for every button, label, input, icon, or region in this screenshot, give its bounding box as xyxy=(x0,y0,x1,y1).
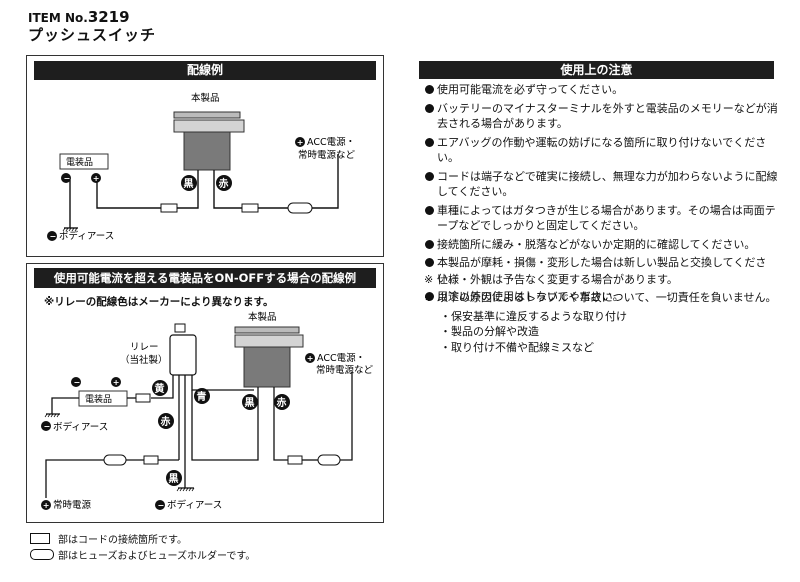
wire-connector-2 xyxy=(241,203,259,213)
wire-connector-1 xyxy=(160,203,178,213)
fuse-swatch xyxy=(30,549,54,560)
ground-label-left: ボディアース xyxy=(53,421,108,433)
constant-power-label: 常時電源 xyxy=(53,499,92,511)
caution-item: 使用可能電流を必ず守ってください。 xyxy=(424,82,784,97)
device-label: 電装品 xyxy=(85,393,112,405)
acc-label-2: 常時電源など xyxy=(298,149,356,161)
red-wire-switch-label: 赤 xyxy=(277,396,287,409)
blue-wire-label: 青 xyxy=(197,390,207,403)
fuse-holder xyxy=(317,454,341,466)
svg-text:+: + xyxy=(43,501,50,510)
minus-terminal-icon xyxy=(47,231,57,241)
item-number: 3219 xyxy=(87,8,130,26)
liability-item: ・製品の分解や改造 xyxy=(440,325,539,339)
caution-item: エアバッグの作動や運転の妨げになる箇所に取り付けないでください。 xyxy=(424,135,784,166)
connection-swatch xyxy=(30,533,50,544)
minus-terminal-icon xyxy=(155,500,165,510)
device-label: 電装品 xyxy=(66,156,93,168)
relay-note: ※リレーの配線色はメーカーにより異なります。 xyxy=(44,296,274,308)
device-box xyxy=(59,153,109,170)
red-wire-label: 赤 xyxy=(161,415,171,428)
caution-item: 接続箇所に緩み・脱落などがないか定期的に確認してください。 xyxy=(424,237,784,252)
ground-label-bottom: ボディアース xyxy=(167,499,222,511)
minus-terminal-icon xyxy=(41,421,51,431)
black-wire-relay-label: 黒 xyxy=(169,473,179,485)
disclaimer-block: 仕様・外観は予告なく変更する場合があります。 以下の原因によるトラブルや事故につ… xyxy=(424,272,784,355)
relay-label-1: リレー xyxy=(130,342,159,353)
product-label: 本製品 xyxy=(191,92,220,104)
legend-fuse: 部はヒューズおよびヒューズホルダーです。 xyxy=(30,547,255,562)
minus-terminal-icon xyxy=(61,173,71,183)
svg-text:−: − xyxy=(50,232,57,241)
wiring-diagram-1: 本製品 電装品 − + 黒 赤 + ACC電源・ 常時電源など − ボディアース xyxy=(47,92,356,242)
item-number-line: ITEM No.3219 xyxy=(28,8,130,26)
legend-connection: 部はコードの接続箇所です。 xyxy=(30,531,187,546)
wiring-diagram-2: 本製品 リレー （当社製） 電装品 − + 黄 青 赤 黒 黒 赤 + xyxy=(41,311,374,511)
svg-text:+: + xyxy=(297,138,304,147)
acc-label-1: ACC電源・ xyxy=(307,137,355,148)
red-wire-label: 赤 xyxy=(219,177,229,190)
plus-terminal-icon xyxy=(305,353,315,363)
svg-text:−: − xyxy=(158,501,165,510)
product-label: 本製品 xyxy=(248,311,277,323)
item-label: ITEM No. xyxy=(28,11,88,25)
relay-terminal xyxy=(174,323,186,333)
legend-connection-text: 部はコードの接続箇所です。 xyxy=(58,535,187,546)
minus-terminal-icon xyxy=(71,377,81,387)
legend-fuse-text: 部はヒューズおよびヒューズホルダーです。 xyxy=(58,551,256,562)
plus-terminal-icon xyxy=(41,500,51,510)
black-wire-label: 黒 xyxy=(245,397,255,409)
spec-note: 仕様・外観は予告なく変更する場合があります。 xyxy=(424,272,784,288)
svg-text:−: − xyxy=(64,174,71,183)
fuse-holder xyxy=(287,202,313,214)
wiring-example-title: 配線例 xyxy=(34,61,376,80)
acc-label-1: ACC電源・ xyxy=(317,353,365,364)
liability-note: 以下の原因によるトラブルや事故について、一切責任を負いません。 xyxy=(424,290,784,306)
caution-item: 車種によってはガタつきが生じる場合があります。その場合は両面テープなどでしっかり… xyxy=(424,203,784,234)
switch-body xyxy=(243,346,291,388)
svg-text:+: + xyxy=(113,378,120,387)
svg-text:+: + xyxy=(93,174,100,183)
liability-item: ・保安基準に違反するような取り付け xyxy=(440,309,627,323)
ground-label: ボディアース xyxy=(59,230,114,242)
svg-text:−: − xyxy=(74,378,81,387)
plus-terminal-icon xyxy=(91,173,101,183)
liability-item: ・取り付け不備や配線ミスなど xyxy=(440,340,594,354)
switch-cap xyxy=(173,111,241,119)
plus-terminal-icon xyxy=(295,137,305,147)
switch-rim xyxy=(173,119,245,133)
svg-text:+: + xyxy=(307,354,314,363)
relay-box xyxy=(169,334,197,376)
caution-title: 使用上の注意 xyxy=(419,61,774,79)
fuse-holder xyxy=(103,454,127,466)
product-title: プッシュスイッチ xyxy=(28,26,157,44)
caution-item: コードは端子などで確実に接続し、無理な力が加わらないように配線してください。 xyxy=(424,169,784,200)
yellow-wire-label: 黄 xyxy=(155,382,165,395)
relay-wiring-title: 使用可能電流を超える電装品をON-OFFする場合の配線例 xyxy=(34,268,376,288)
caution-item: バッテリーのマイナスターミナルを外すと電装品のメモリーなどが消去される場合があり… xyxy=(424,101,784,132)
svg-text:−: − xyxy=(44,422,51,431)
black-wire-label: 黒 xyxy=(184,178,194,190)
switch-body xyxy=(183,131,231,171)
plus-terminal-icon xyxy=(111,377,121,387)
acc-label-2: 常時電源など xyxy=(316,364,374,376)
relay-label-2: （当社製） xyxy=(120,354,168,366)
